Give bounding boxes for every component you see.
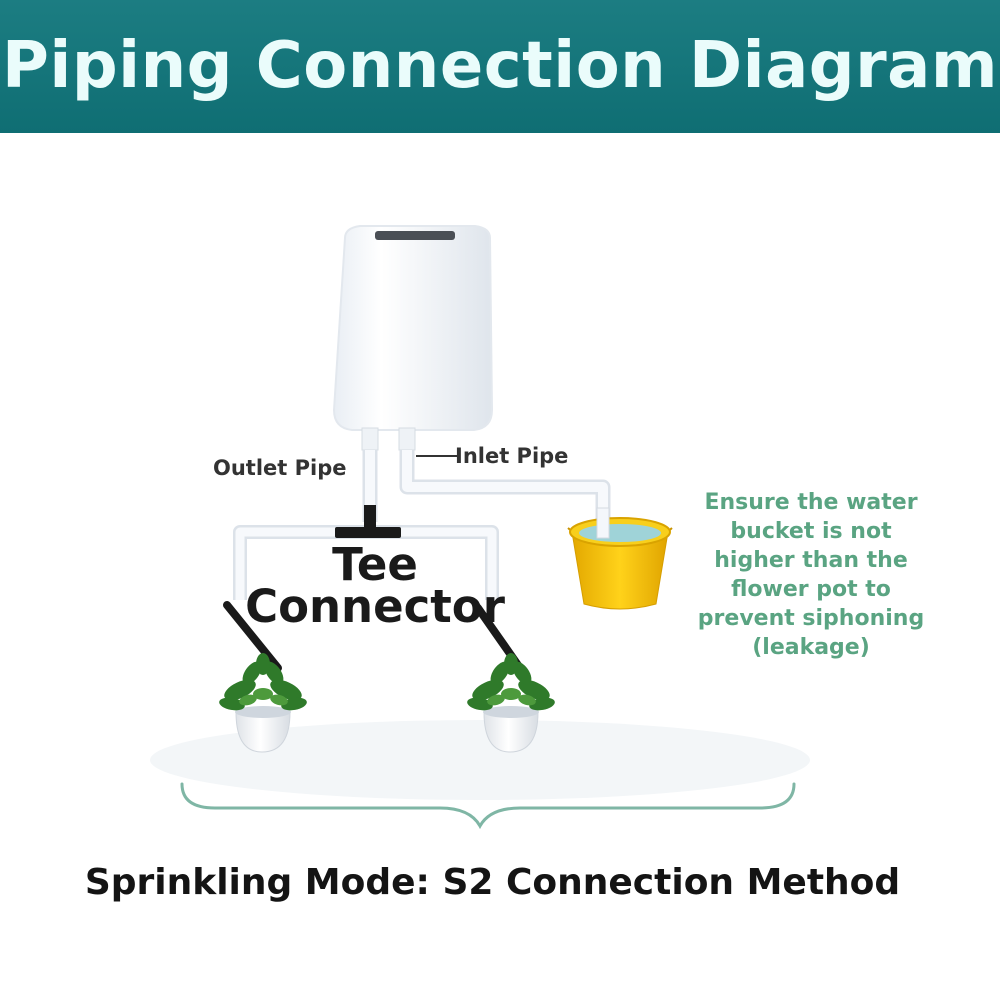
warning-note-line: higher than the bbox=[714, 548, 908, 573]
page-title: Piping Connection Diagram bbox=[2, 29, 998, 103]
tank-display-slot bbox=[375, 231, 455, 240]
warning-note-line: bucket is not bbox=[730, 519, 892, 544]
flower-pot-right bbox=[467, 653, 555, 753]
flower-pot-left bbox=[219, 653, 307, 753]
warning-note-line: (leakage) bbox=[752, 635, 870, 660]
water-pump-tank bbox=[332, 225, 494, 431]
tee-connector bbox=[335, 505, 401, 538]
warning-note-line: prevent siphoning bbox=[697, 606, 925, 631]
warning-note-line: Ensure the water bbox=[704, 490, 918, 515]
tee-connector-label-line-2: Connector bbox=[245, 580, 505, 633]
header-banner: Piping Connection Diagram bbox=[0, 0, 1000, 133]
tee-connector-label-line-1: Tee bbox=[332, 538, 418, 591]
outlet-pipe-label: Outlet Pipe bbox=[213, 456, 347, 480]
diagram-caption: Sprinkling Mode: S2 Connection Method bbox=[84, 862, 901, 903]
outlet-nozzle bbox=[361, 427, 379, 451]
water-bucket bbox=[567, 507, 673, 610]
bucket-inlet-tube bbox=[596, 507, 610, 539]
warning-note-line: flower pot to bbox=[731, 577, 891, 602]
ground-shadow bbox=[150, 720, 810, 800]
inlet-nozzle bbox=[398, 427, 416, 451]
grouping-brace bbox=[180, 782, 796, 830]
drip-stake-left bbox=[223, 601, 282, 672]
inlet-pipe-label: Inlet Pipe bbox=[455, 444, 569, 468]
